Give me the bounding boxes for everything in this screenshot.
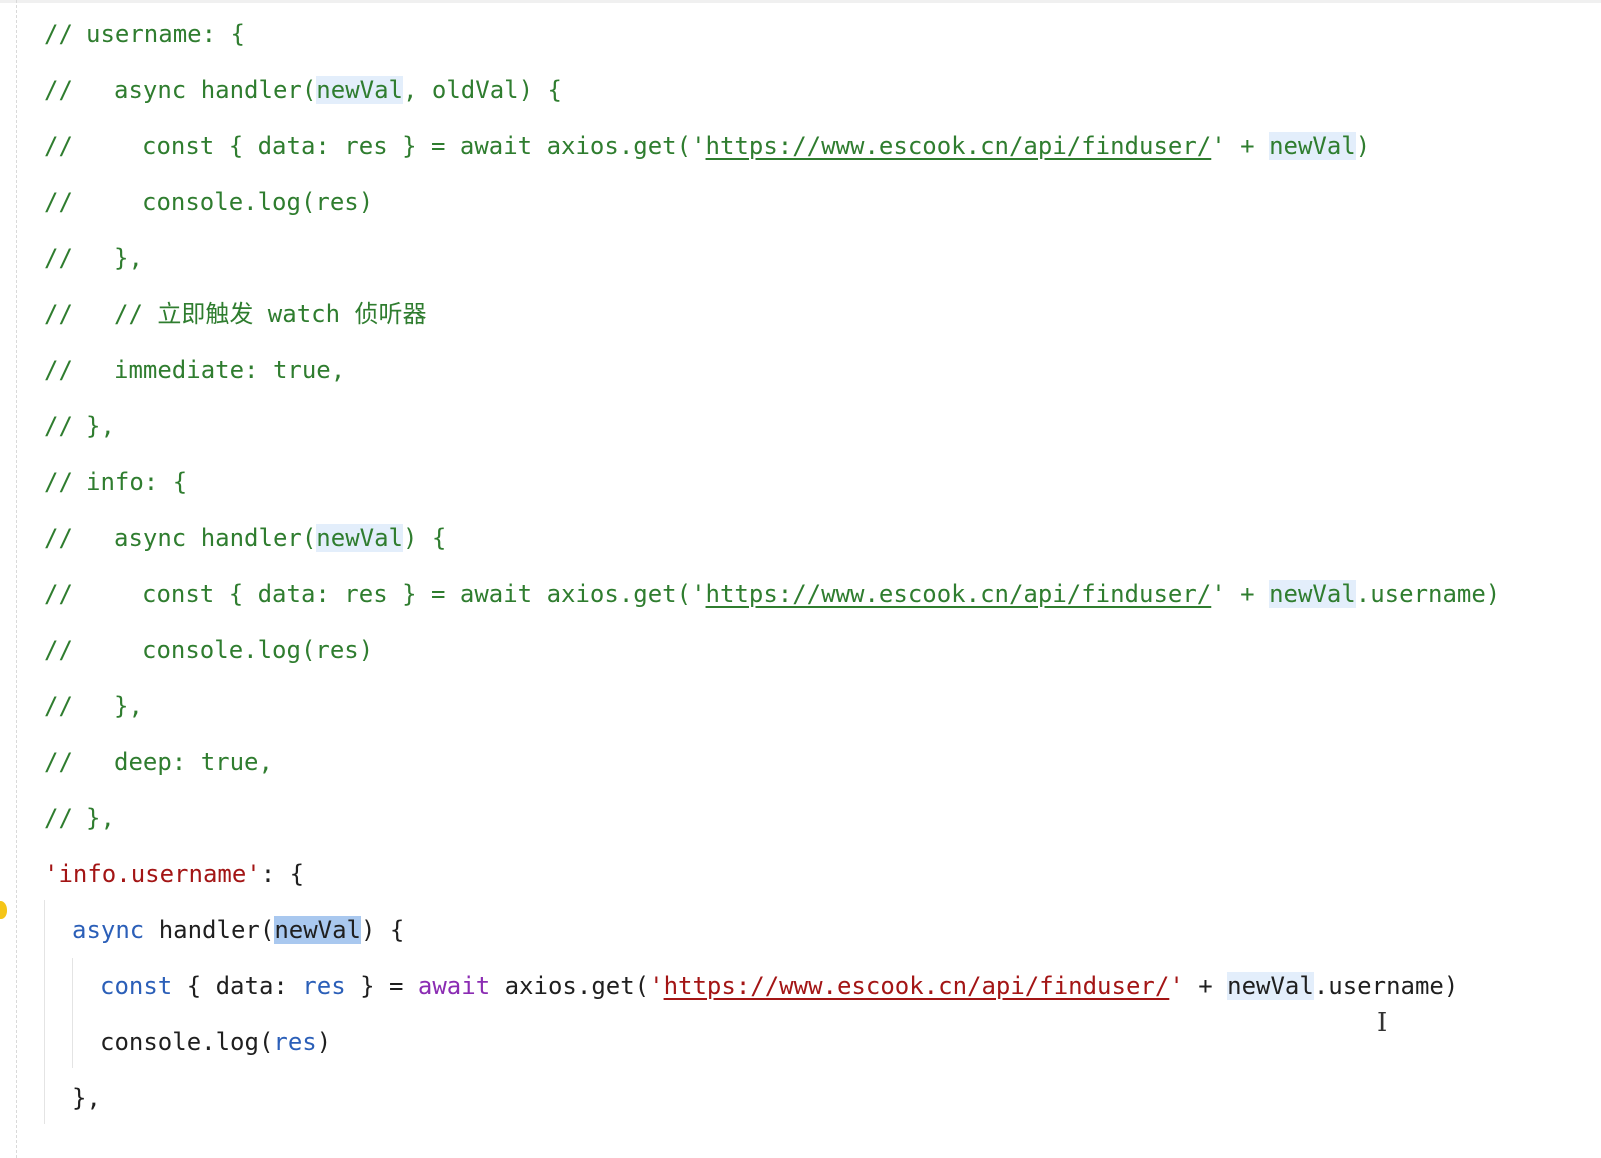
code-line[interactable]: //}, <box>0 398 1601 454</box>
comment-marker: // <box>44 20 73 48</box>
code-line[interactable]: // const { data: res } = await axios.get(… <box>0 118 1601 174</box>
code-text: username: { <box>86 20 245 48</box>
code-text: deep: true, <box>114 748 273 776</box>
comment-marker: // <box>44 132 73 160</box>
code-text: const { data: res } = await axios.get('h… <box>142 132 1371 160</box>
indent-guide <box>44 900 45 1124</box>
code-text: 'info.username': { <box>44 860 305 888</box>
code-line[interactable]: // // 立即触发 watch 侦听器 <box>0 286 1601 342</box>
code-text: }, <box>86 412 115 440</box>
code-line[interactable]: // console.log(res) <box>0 622 1601 678</box>
code-text: immediate: true, <box>114 356 346 384</box>
code-line[interactable]: // const { data: res } = await axios.get(… <box>0 566 1601 622</box>
code-text: async handler(newVal, oldVal) { <box>114 76 562 104</box>
code-line[interactable]: // immediate: true, <box>0 342 1601 398</box>
code-line[interactable]: // console.log(res) <box>0 174 1601 230</box>
code-line[interactable]: //}, <box>0 678 1601 734</box>
comment-marker: // <box>44 300 73 328</box>
code-text: info: { <box>86 468 188 496</box>
code-line[interactable]: // async handler(newVal) { <box>0 510 1601 566</box>
code-text: async handler(newVal) { <box>114 524 447 552</box>
comment-marker: // <box>44 76 73 104</box>
code-text: const { data: res } = await axios.get('h… <box>142 580 1501 608</box>
indent-guide <box>72 958 73 1068</box>
code-text: }, <box>86 804 115 832</box>
comment-marker: // <box>44 636 73 664</box>
comment-marker: // <box>44 412 73 440</box>
comment-marker: // <box>44 356 73 384</box>
code-text: }, <box>72 1084 101 1112</box>
code-line[interactable]: }, <box>0 1070 1601 1126</box>
code-line[interactable]: const { data: res } = await axios.get('h… <box>0 958 1601 1014</box>
code-line[interactable]: //}, <box>0 230 1601 286</box>
code-line[interactable]: console.log(res) <box>0 1014 1601 1070</box>
comment-marker: // <box>44 580 73 608</box>
code-text: }, <box>114 244 143 272</box>
gutter-edge <box>16 0 17 1158</box>
code-text: // 立即触发 watch 侦听器 <box>114 300 427 328</box>
code-text: }, <box>114 692 143 720</box>
comment-marker: // <box>44 692 73 720</box>
comment-marker: // <box>44 748 73 776</box>
editor-top-border <box>0 0 1601 3</box>
code-line[interactable]: // async handler(newVal, oldVal) { <box>0 62 1601 118</box>
code-text: console.log(res) <box>100 1028 332 1056</box>
comment-marker: // <box>44 188 73 216</box>
code-line[interactable]: // deep: true, <box>0 734 1601 790</box>
code-text: const { data: res } = await axios.get('h… <box>100 972 1459 1000</box>
code-line[interactable]: //}, <box>0 790 1601 846</box>
code-text: async handler(newVal) { <box>72 916 405 944</box>
code-line[interactable]: // info: { <box>0 454 1601 510</box>
comment-marker: // <box>44 244 73 272</box>
comment-marker: // <box>44 524 73 552</box>
code-line[interactable]: // username: { <box>0 6 1601 62</box>
comment-marker: // <box>44 804 73 832</box>
code-line[interactable]: 'info.username': { <box>0 846 1601 902</box>
code-line[interactable]: async handler(newVal) { <box>0 902 1601 958</box>
code-text: console.log(res) <box>142 636 374 664</box>
lightbulb-icon[interactable] <box>0 901 7 919</box>
text-cursor-icon: I <box>1377 1008 1388 1038</box>
code-text: console.log(res) <box>142 188 374 216</box>
comment-marker: // <box>44 468 73 496</box>
